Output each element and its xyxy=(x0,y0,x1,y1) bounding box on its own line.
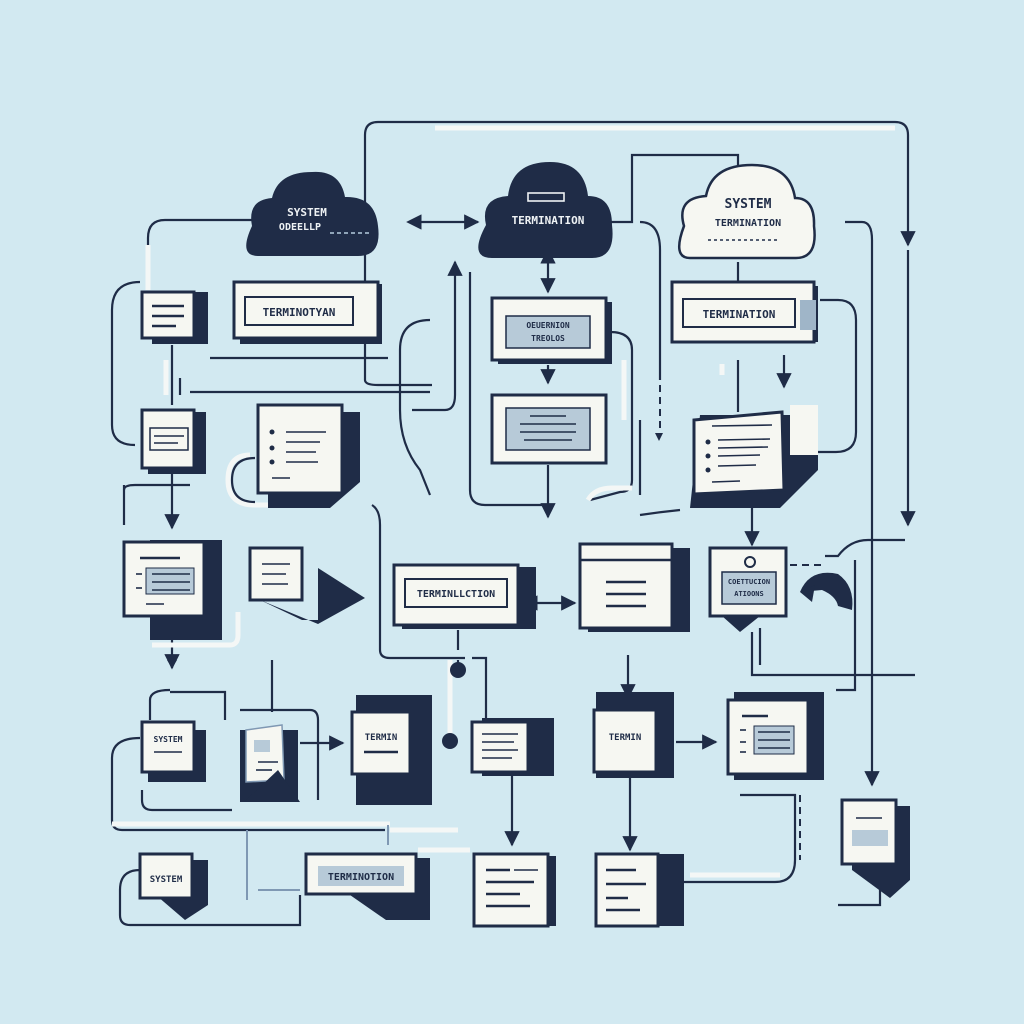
connector-lines xyxy=(110,120,916,927)
small-bottom-mid-label: TERMIN xyxy=(365,733,398,743)
process-termin-center: TERMIN xyxy=(592,692,674,778)
cloud-right-line2: TERMINATION xyxy=(715,218,781,229)
process-termination-bottom: TERMINOTION xyxy=(304,852,430,920)
termination-left-label: TERMINOTYAN xyxy=(263,306,336,319)
center-top-line2: TREOLOS xyxy=(531,334,565,343)
process-termin-small: TERMIN xyxy=(350,695,432,805)
right-mid-line1: COETTUCION xyxy=(728,578,770,586)
termination-bottom-label: TERMINOTION xyxy=(328,872,394,883)
doc-node-bottom-right xyxy=(594,852,684,928)
cloud-system-left: SYSTEM ODEELLP xyxy=(246,171,379,256)
doc-node-center-row4 xyxy=(470,718,554,776)
process-termination-right: TERMINATION xyxy=(670,280,818,344)
process-right-mid: COETTUCION ATIOONS xyxy=(708,546,853,632)
doc-node-bottom-center xyxy=(472,852,556,928)
right-mid-line2: ATIOONS xyxy=(734,590,764,598)
doc-node-right-row4 xyxy=(726,692,824,780)
cloud-center-label: TERMINATION xyxy=(512,214,585,227)
connector-arrowheads xyxy=(167,433,663,668)
cloud-right-line1: SYSTEM xyxy=(725,197,772,212)
cloud-system-right: SYSTEM TERMINATION xyxy=(677,163,816,260)
doc-node-top-left xyxy=(140,290,208,344)
process-center-mid xyxy=(490,393,608,465)
process-center-top: OEUERNION TREOLOS xyxy=(490,296,612,364)
termination-mid-label: TERMINLLCTION xyxy=(417,589,495,600)
doc-node-with-triangle xyxy=(248,546,365,624)
doc-node-folded xyxy=(240,724,300,802)
cloud-left-line2: ODEELLP xyxy=(279,222,321,233)
doc-node-corner-right xyxy=(840,798,910,898)
process-system-bottom-left: SYSTEM xyxy=(138,852,208,920)
small-bottom-center-label: TERMIN xyxy=(609,733,642,743)
junction-node-mid xyxy=(442,733,458,749)
termination-right-label: TERMINATION xyxy=(703,308,776,321)
doc-node-left-row3 xyxy=(122,540,222,640)
small-bottom-left-label: SYSTEM xyxy=(154,735,183,744)
process-termination-mid: TERMINLLCTION xyxy=(392,563,536,629)
cloud-left-line1: SYSTEM xyxy=(287,206,327,219)
doc-node-card-row2 xyxy=(256,403,360,508)
doc-node-right-row2 xyxy=(690,405,818,508)
process-termination-left: TERMINOTYAN xyxy=(232,280,382,344)
process-system-small-left: SYSTEM xyxy=(140,720,206,782)
center-top-line1: OEUERNION xyxy=(526,321,570,330)
doc-node-left-row2 xyxy=(140,408,206,474)
cloud-termination-center: TERMINATION xyxy=(478,162,613,258)
junction-node-top xyxy=(450,662,466,678)
small-bottom-corner-label: SYSTEM xyxy=(150,875,183,885)
doc-node-center-row3 xyxy=(578,542,690,632)
